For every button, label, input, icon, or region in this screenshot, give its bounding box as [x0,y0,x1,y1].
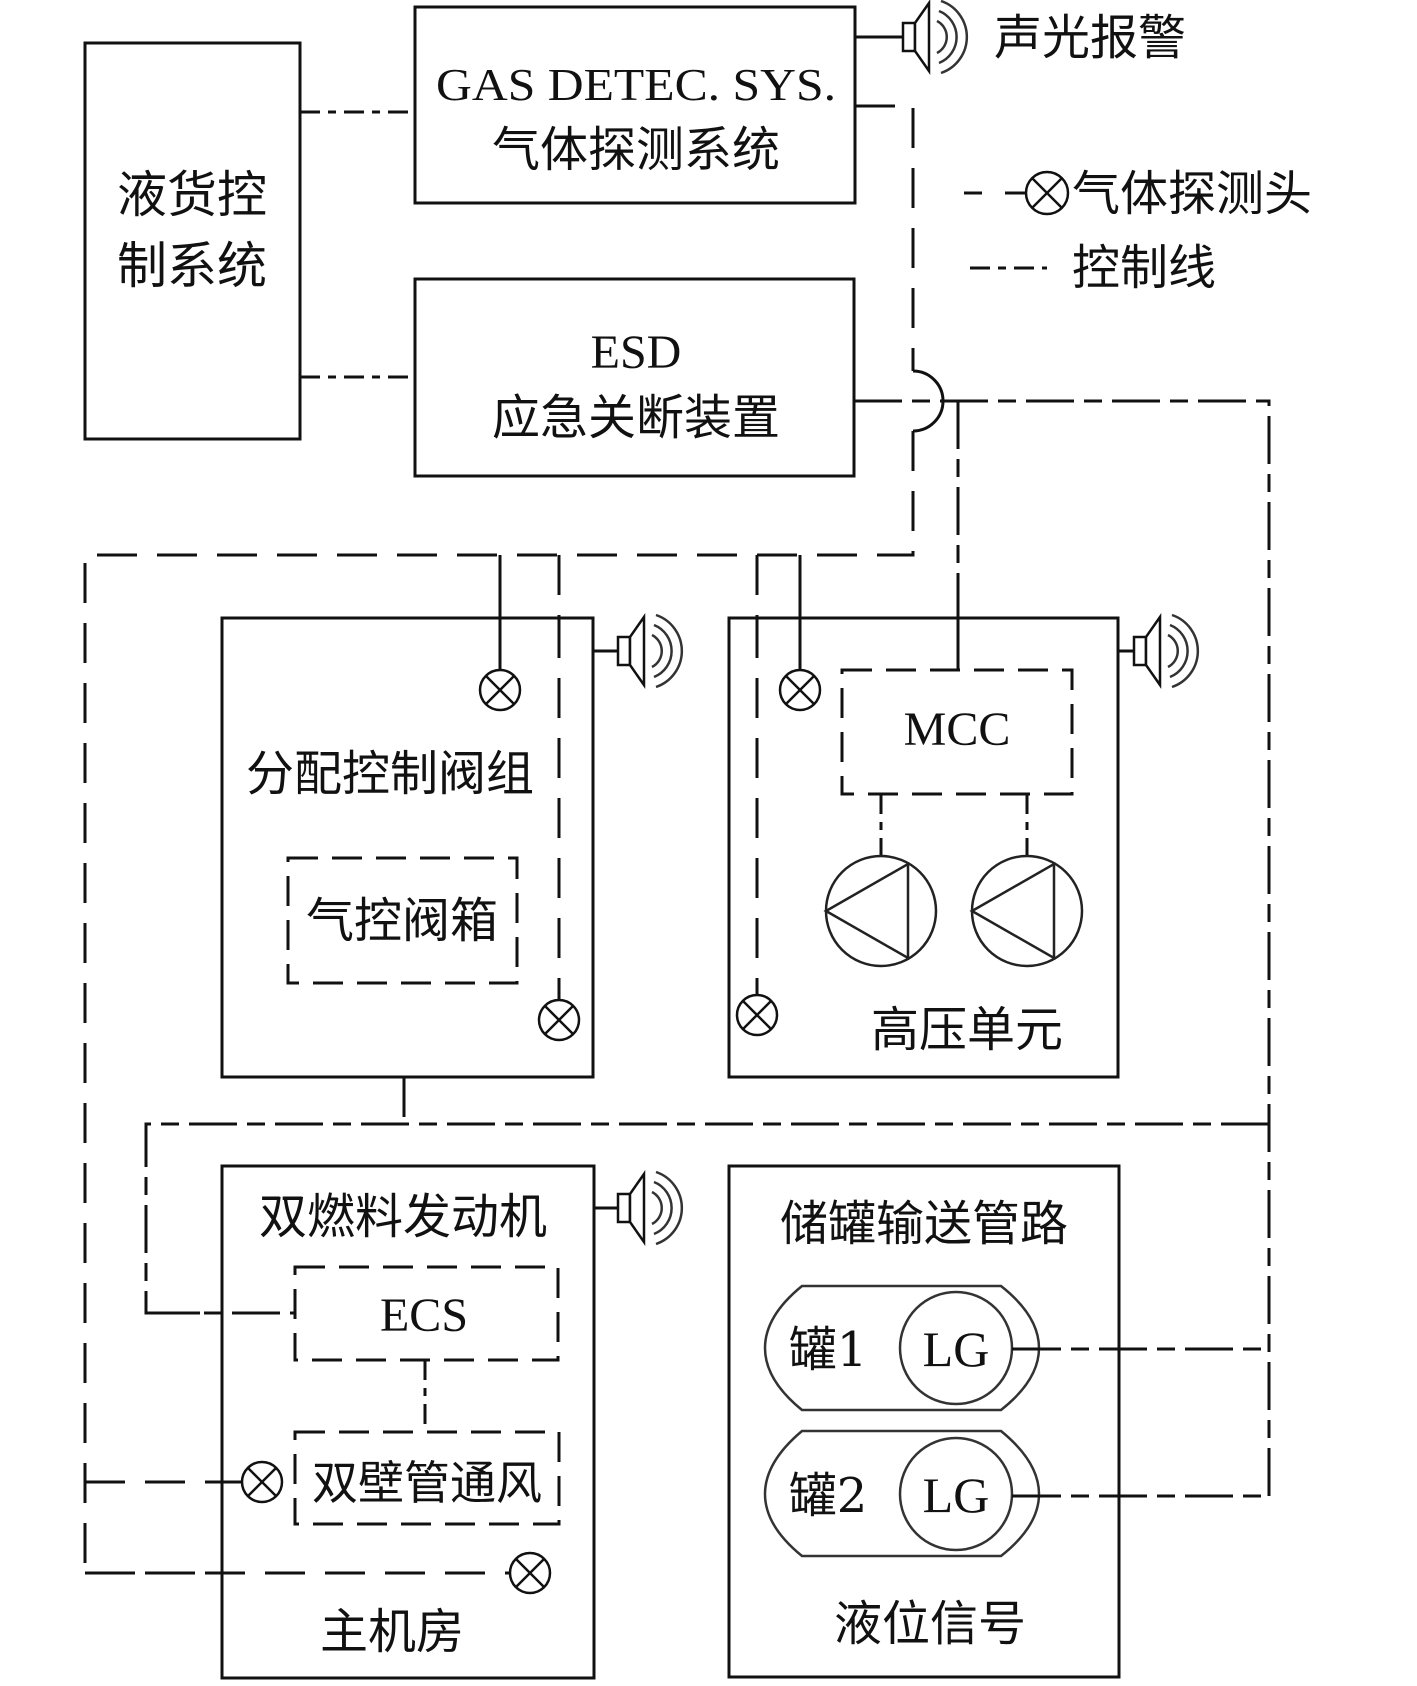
high-pressure-unit: MCC 高压单元 [727,613,1200,1079]
tank-piping-box [727,1164,1121,1679]
cargo-control-label-1: 液货控 [117,166,267,224]
legend-detector-label: 气体探测头 [1072,166,1312,222]
tank-piping-unit: 储罐输送管路 罐1 LG 罐2 LG 液位信号 [727,1164,1269,1679]
level-gauge-1-label: LG [923,1321,990,1377]
level-signal-label: 液位信号 [834,1596,1026,1652]
cargo-control-box [83,41,302,441]
tank-1: 罐1 LG [763,1284,1041,1412]
cargo-control-system: 液货控 制系统 [83,41,302,441]
high-pressure-title: 高压单元 [871,1002,1063,1058]
alarm-speaker-icon [1132,613,1200,689]
alarm-speaker-icon [901,0,969,75]
pump-icon [823,854,938,968]
engine-room-title: 主机房 [320,1604,464,1660]
tank-2: 罐2 LG [763,1429,1041,1558]
tank-1-label: 罐1 [789,1322,868,1378]
mcc-label: MCC [904,703,1011,756]
level-gauge-2-icon [898,1436,1014,1552]
alarm-speaker-icon [616,613,684,689]
alarm-label: 声光报警 [994,10,1186,66]
esd-title-zh: 应急关断装置 [492,390,780,446]
tank-2-label: 罐2 [789,1468,868,1524]
engine-room-unit: 双燃料发动机 ECS 双壁管通风 主机房 [85,1164,684,1680]
valve-group-unit: 分配控制阀组 气控阀箱 [220,613,684,1079]
esd-box [413,277,856,478]
gas-detector-icon [478,668,522,712]
gas-bus-upper [855,104,915,371]
gas-detector-icon [778,668,822,712]
gas-detection-title-en: GAS DETEC. SYS. [436,59,836,110]
tank-piping-title: 储罐输送管路 [780,1196,1068,1252]
valve-group-box [220,616,595,1079]
ecs-label: ECS [380,1289,468,1342]
gas-detector-icon [537,998,581,1042]
legend-detector-icon [1024,170,1070,216]
dual-fuel-engine-title: 双燃料发动机 [259,1189,547,1245]
valve-group-title: 分配控制阀组 [246,746,534,802]
cargo-control-label-2: 制系统 [117,237,267,295]
gas-detector-icon [735,993,779,1037]
pneumatic-valve-box [286,856,519,985]
gas-detector-icon [508,1551,552,1595]
esd-title-en: ESD [591,326,682,379]
pneumatic-valve-label: 气控阀箱 [306,893,498,949]
ventilation-box [293,1430,561,1526]
esd-unit: ESD 应急关断装置 [413,277,856,478]
mcc-box [840,668,1074,796]
legend-control-line-label: 控制线 [1072,240,1216,296]
legend: 气体探测头 控制线 [964,166,1312,296]
alarm-speaker-icon [616,1170,684,1246]
gas-detector-icon [240,1460,284,1504]
level-gauge-2-label: LG [923,1467,990,1523]
ventilation-label: 双壁管通风 [312,1456,542,1510]
gas-detection-system: GAS DETEC. SYS. 气体探测系统 [413,5,857,205]
pump-icon [969,854,1084,968]
esd-control-main [854,399,1271,1496]
gas-detection-box [413,5,857,205]
gas-detection-title-zh: 气体探测系统 [492,122,780,178]
